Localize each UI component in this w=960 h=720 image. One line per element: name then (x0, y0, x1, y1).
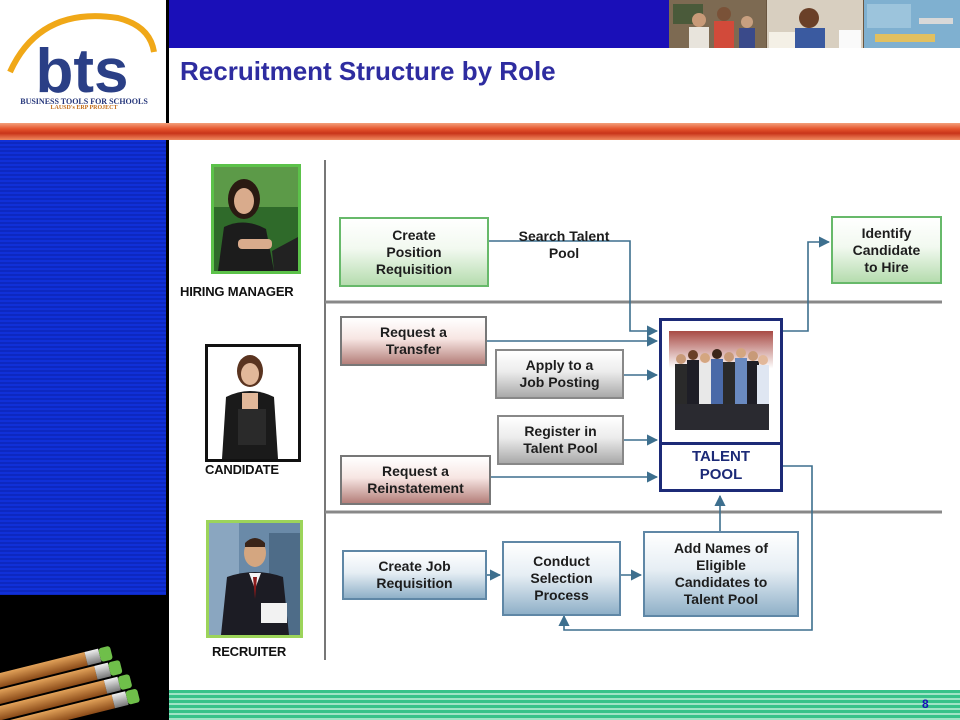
role-label-recruiter: RECRUITER (212, 644, 287, 659)
talent-pool-group-photo (669, 331, 773, 438)
header-photo-strip (669, 0, 960, 48)
arrow-search-talent-pool (489, 240, 659, 337)
box-request-a-transfer: Request a Transfer (340, 316, 487, 366)
box-create-job-requisition: Create Job Requisition (342, 550, 487, 600)
header-bar (169, 0, 669, 48)
hiring-manager-photo (211, 164, 301, 274)
box-register-in-talent-pool: Register in Talent Pool (497, 415, 624, 465)
box-identify-candidate-to-hire: Identify Candidate to Hire (831, 216, 942, 284)
talent-pool-separator (659, 442, 783, 445)
box-request-a-reinstatement: Request a Reinstatement (340, 455, 491, 505)
bts-logo: bts (7, 13, 157, 106)
slide-title: Recruitment Structure by Role (180, 56, 556, 86)
talent-pool-label: TALENT POOL (691, 448, 751, 483)
arrow-identify-candidate (783, 236, 831, 332)
box-conduct-selection-process: Conduct Selection Process (502, 541, 621, 616)
footer-green-band (169, 690, 960, 720)
left-blue-panel (0, 140, 166, 595)
box-add-names-eligible-candidates: Add Names of Eligible Candidates to Tale… (643, 531, 799, 617)
role-label-candidate: CANDIDATE (205, 462, 279, 477)
candidate-photo (205, 344, 301, 462)
logo-tagline: LAUSD's ERP PROJECT (50, 105, 118, 111)
label-search-talent-pool: Search Talent Pool (518, 228, 610, 261)
pencils-image (0, 595, 166, 720)
recruiter-photo (206, 520, 303, 638)
box-create-position-requisition: Create Position Requisition (339, 217, 489, 287)
logo-subtitle: BUSINESS TOOLS FOR SCHOOLS (20, 97, 148, 106)
arrow-feedback-loop (558, 465, 813, 631)
page-number: 8 (922, 697, 929, 711)
box-apply-to-a-job-posting: Apply to a Job Posting (495, 349, 624, 399)
role-label-hiring-manager: HIRING MANAGER (180, 284, 294, 299)
logo-panel: bts (0, 0, 166, 124)
header-red-band (0, 123, 960, 140)
logo-wordmark: bts (36, 37, 129, 106)
vertical-divider (166, 0, 169, 720)
